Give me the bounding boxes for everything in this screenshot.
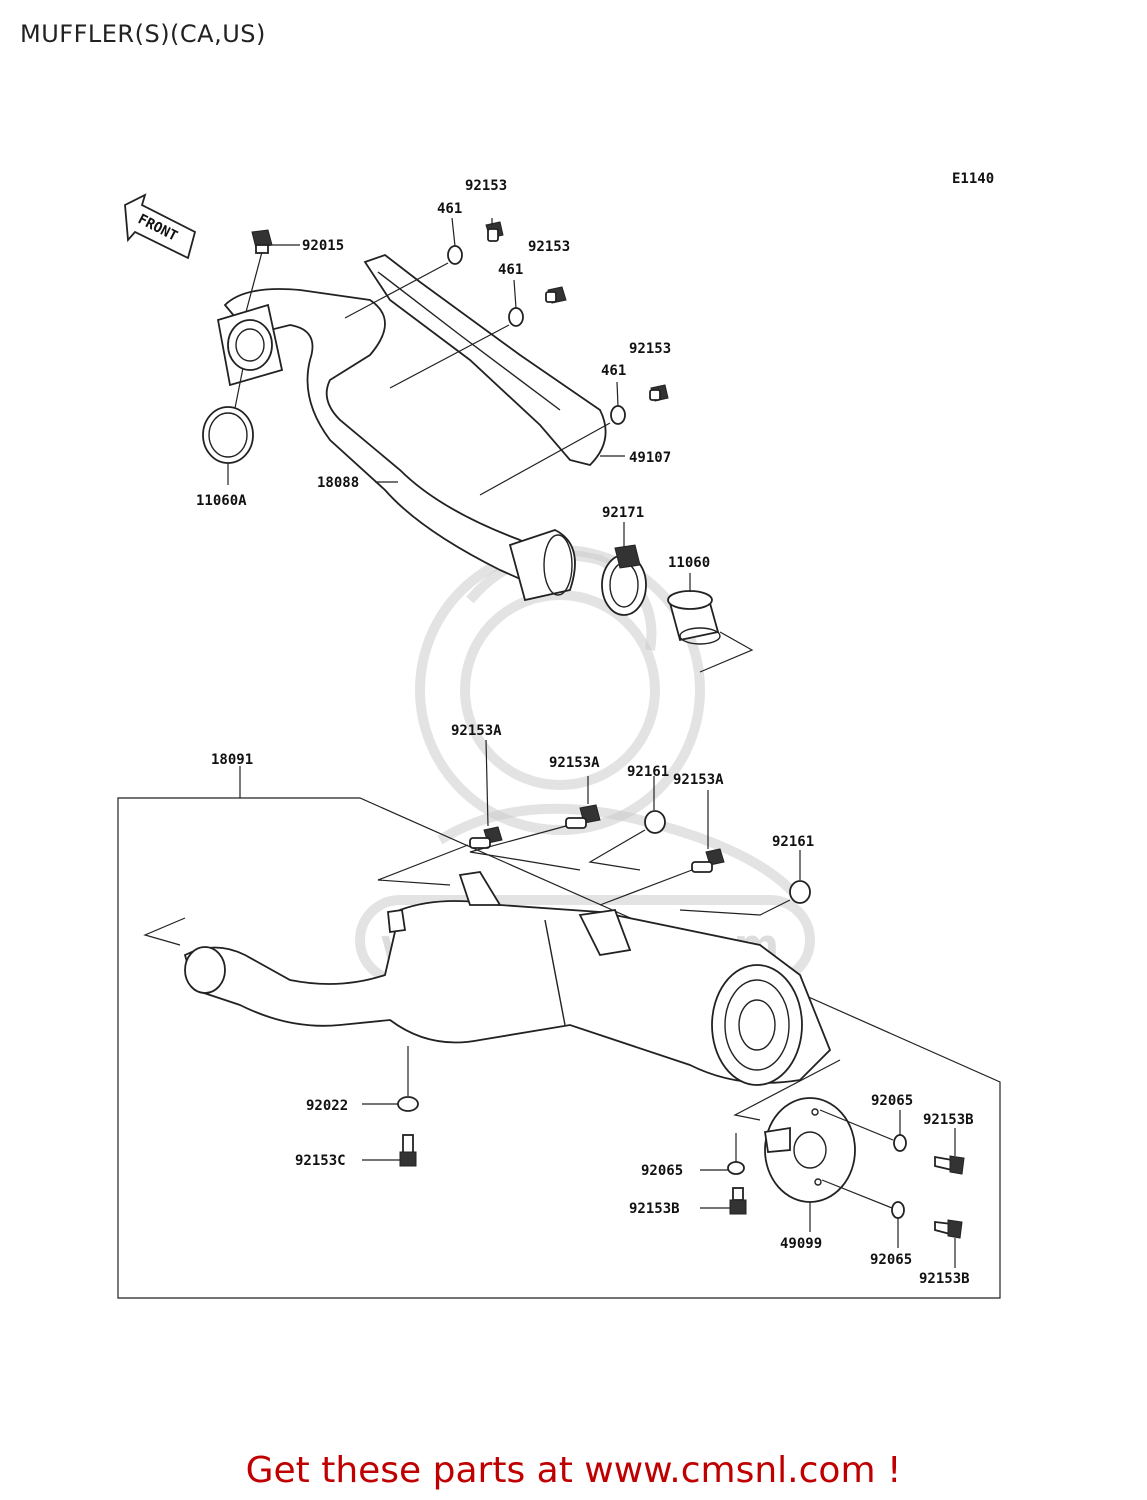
- bolt-92153-c: [649, 384, 669, 402]
- bolt-92153-a: [485, 221, 504, 242]
- washer-461-b: [508, 307, 524, 327]
- label-11060A: 11060A: [196, 493, 247, 509]
- grommet-92161-a: [644, 810, 666, 834]
- label-92022: 92022: [306, 1098, 348, 1114]
- parts-diagram: www.cmsnl.com E1140 FRONT: [117, 171, 1001, 1299]
- label-92161-b: 92161: [772, 834, 814, 850]
- label-18088: 18088: [317, 475, 359, 491]
- label-92153C: 92153C: [295, 1153, 346, 1169]
- washer-92022: [397, 1096, 419, 1112]
- bolt-92015: [251, 229, 273, 254]
- washer-92065-a: [893, 1134, 907, 1152]
- washer-92065-c: [891, 1201, 905, 1219]
- washer-92065-b: [727, 1161, 745, 1175]
- washer-461-a: [447, 245, 463, 265]
- bolt-92153A-a: [469, 826, 503, 849]
- label-92153B-c: 92153B: [919, 1271, 970, 1287]
- label-11060: 11060: [668, 555, 710, 571]
- footer-promo-link[interactable]: Get these parts at www.cmsnl.com !: [245, 1450, 902, 1491]
- label-92161-a: 92161: [627, 764, 669, 780]
- grommet-92161-b: [789, 880, 811, 904]
- end-cap-49099: [763, 1097, 856, 1203]
- bolt-92153A-c: [691, 848, 725, 873]
- label-49099: 49099: [780, 1236, 822, 1252]
- gasket-11060A: [202, 406, 254, 464]
- front-arrow-icon: FRONT: [124, 193, 197, 260]
- label-461-c: 461: [601, 363, 626, 379]
- label-92153A-a: 92153A: [451, 723, 502, 739]
- heat-shield-49107: [363, 253, 607, 466]
- label-461-a: 461: [437, 201, 462, 217]
- label-92015: 92015: [302, 238, 344, 254]
- bolt-92153B-c: [934, 1219, 963, 1239]
- label-92065-a: 92065: [871, 1093, 913, 1109]
- label-92065-b: 92065: [641, 1163, 683, 1179]
- label-92153-b: 92153: [528, 239, 570, 255]
- diagram-code: E1140: [952, 171, 994, 187]
- gasket-11060: [667, 590, 721, 645]
- label-92153A-b: 92153A: [549, 755, 600, 771]
- label-92153-c: 92153: [629, 341, 671, 357]
- label-92153-a: 92153: [465, 178, 507, 194]
- label-92065-c: 92065: [870, 1252, 912, 1268]
- clamp-92171: [601, 544, 647, 616]
- bolt-92153B-a: [934, 1155, 965, 1175]
- part-labels: 92153 461 92015 92153 461 92153 461 4910…: [196, 178, 974, 1287]
- label-18091: 18091: [211, 752, 253, 768]
- label-92153B-a: 92153B: [923, 1112, 974, 1128]
- head-pipe-18088: [216, 288, 576, 602]
- label-92153B-b: 92153B: [629, 1201, 680, 1217]
- bolt-92153C: [399, 1134, 417, 1167]
- bolt-92153-b: [545, 286, 567, 304]
- bolt-92153A-b: [565, 804, 601, 829]
- page-title: MUFFLER(S)(CA,US): [20, 20, 266, 48]
- label-461-b: 461: [498, 262, 523, 278]
- muffler-18091: [183, 871, 832, 1086]
- label-92171: 92171: [602, 505, 644, 521]
- label-49107: 49107: [629, 450, 671, 466]
- leader-lines-lower: [143, 739, 956, 1268]
- label-92153A-c: 92153A: [673, 772, 724, 788]
- leader-lines-upper: [227, 217, 754, 673]
- bolt-92153B-b: [729, 1187, 747, 1215]
- washer-461-c: [610, 405, 626, 425]
- assembly-bracket-18091: [117, 766, 1001, 1299]
